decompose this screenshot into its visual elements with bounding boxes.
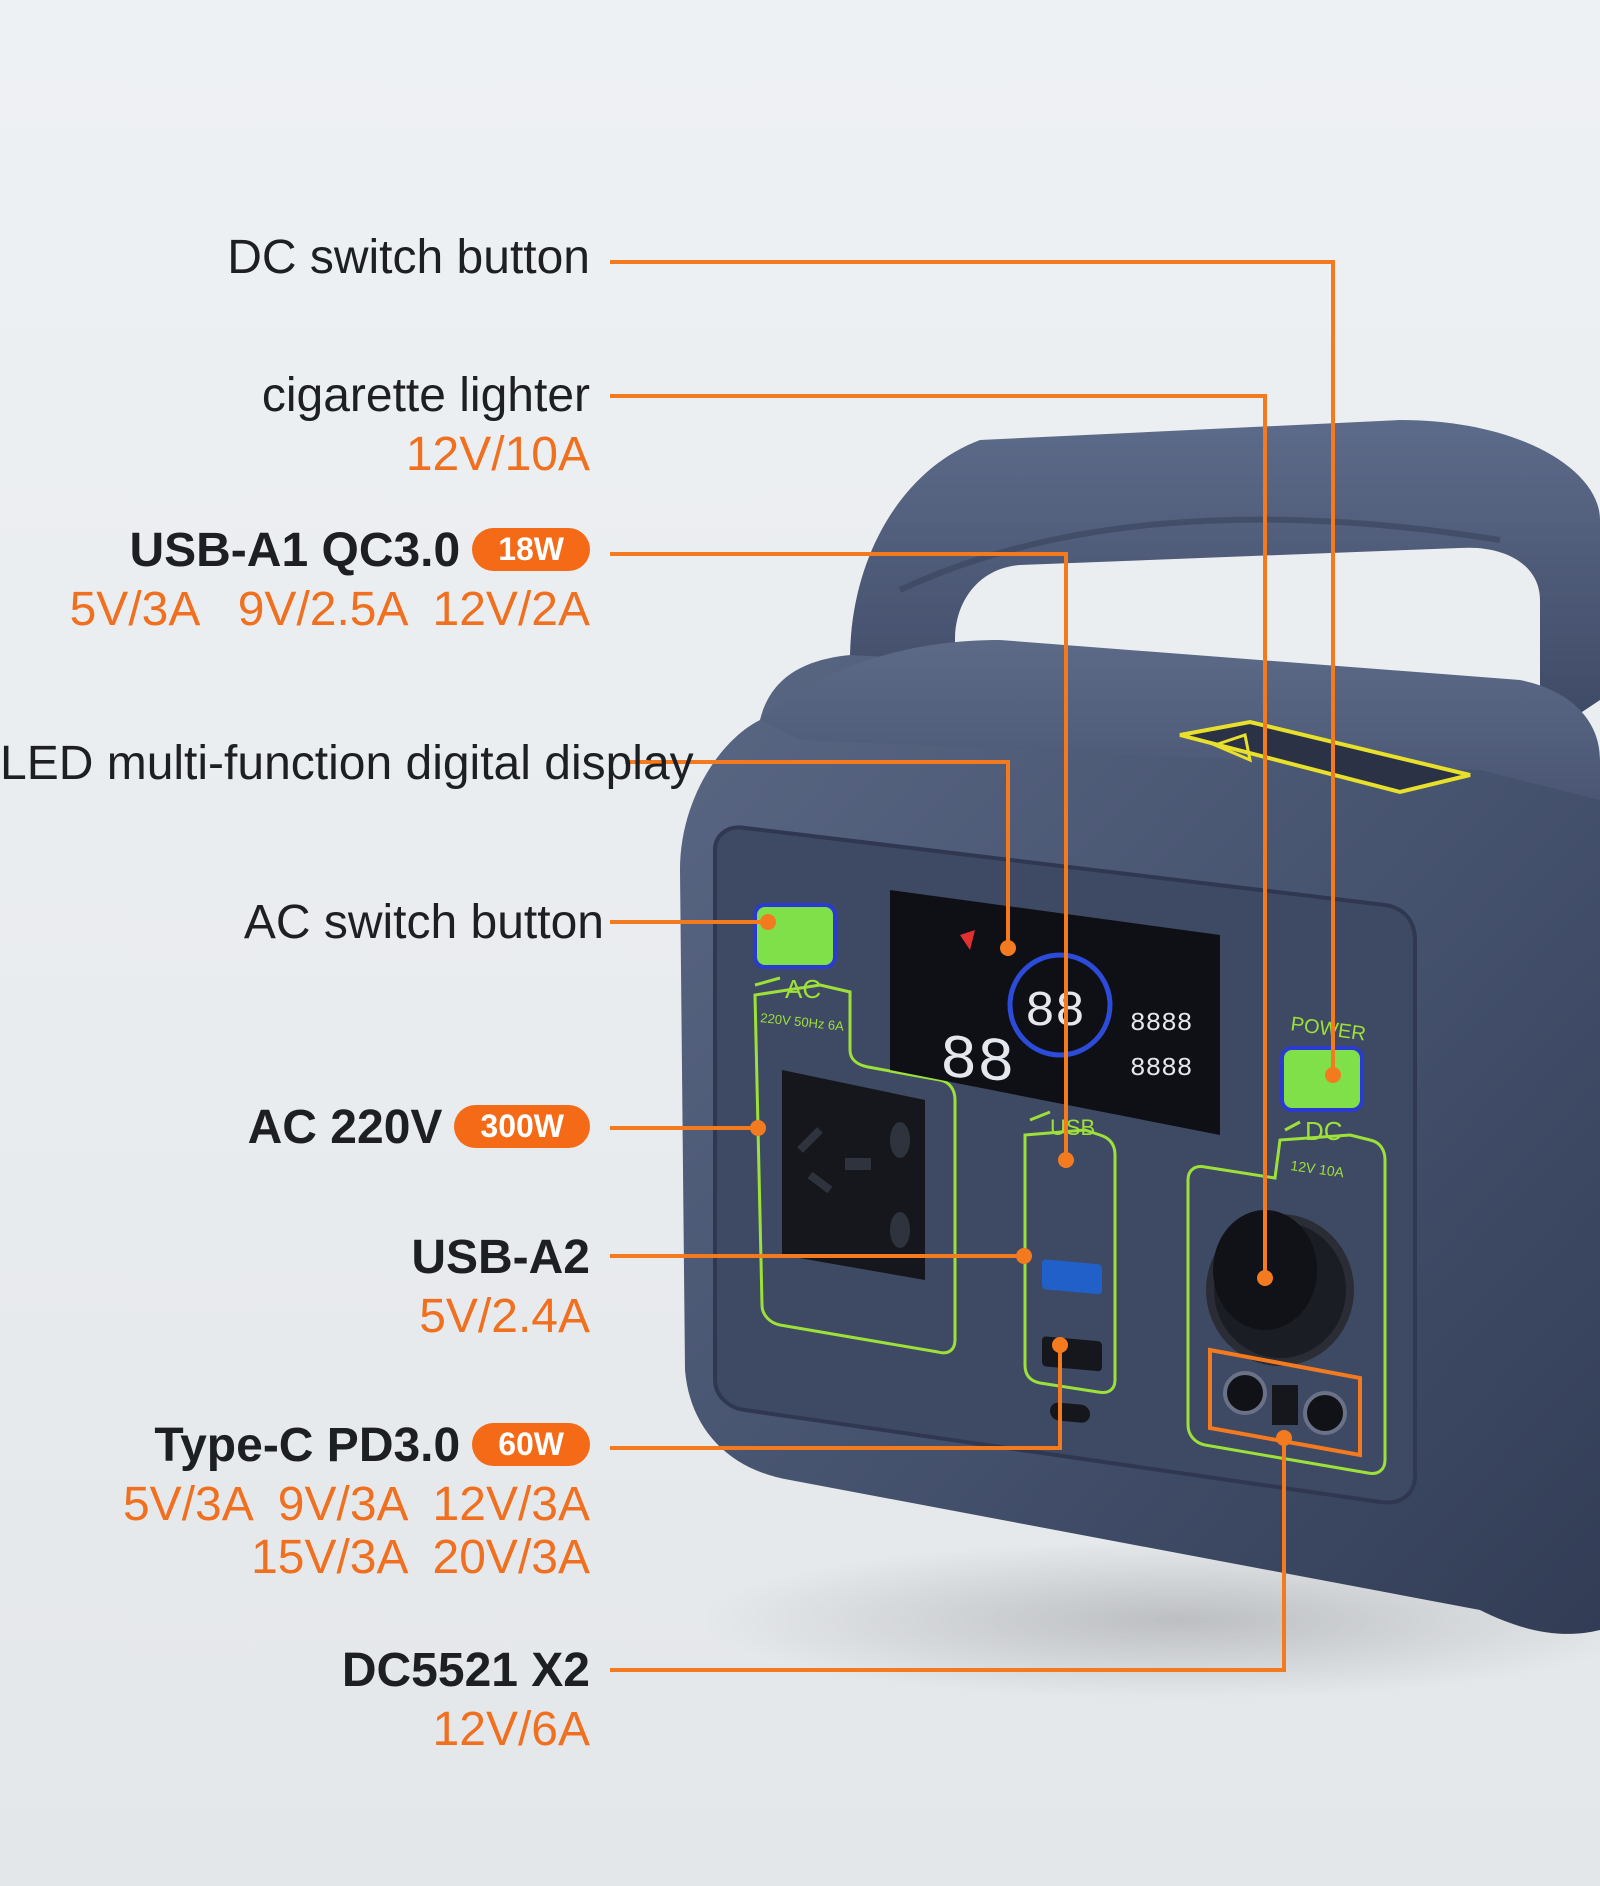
dot-dc5521 <box>1276 1430 1292 1446</box>
display-digits-center: 88 <box>1025 984 1085 1041</box>
display-digits-left: 88 <box>940 1024 1014 1100</box>
callout-type-c-badge: 60W <box>472 1422 590 1466</box>
leader-dc5521 <box>610 1438 1286 1672</box>
dc5521-outline <box>1208 1347 1362 1458</box>
dc-section-sublabel: 12V 10A <box>1290 1157 1346 1180</box>
leader-led-display <box>625 760 1010 948</box>
dc-switch-button[interactable] <box>1280 1046 1364 1112</box>
dc5521-port-right[interactable] <box>1303 1391 1347 1435</box>
ac-socket-slot-left <box>797 1127 833 1194</box>
callout-cig-lighter: cigarette lighter 12V/10A <box>261 369 590 482</box>
callout-ac-switch: AC switch button <box>243 896 604 950</box>
leader-cig-lighter <box>610 394 1267 1278</box>
dot-ac-220 <box>750 1120 766 1136</box>
callout-type-c-spec-2: 15V/3A 20V/3A <box>251 1530 590 1584</box>
callout-usb-a1-spec: 5V/3A 9V/2.5A 12V/2A <box>69 582 590 636</box>
leader-dc-switch <box>610 260 1335 1075</box>
display-digits-right-bottom: 8888 <box>1130 1053 1192 1083</box>
ac-socket-slot-center <box>845 1158 871 1170</box>
callout-dc-switch-title: DC switch button <box>227 231 590 284</box>
dot-dc-switch <box>1325 1067 1341 1083</box>
carry-handle <box>850 420 1600 740</box>
led-display <box>890 890 1220 1135</box>
leader-usb-a1 <box>610 552 1068 1160</box>
handle-grip <box>898 516 1501 593</box>
warning-triangle-icon <box>1210 733 1253 763</box>
dc-ports-outline <box>1186 1120 1387 1475</box>
callout-usb-a2: USB-A2 5V/2.4A <box>411 1231 590 1344</box>
ac-socket[interactable] <box>782 1070 925 1280</box>
callout-dc5521-spec: 12V/6A <box>432 1702 590 1756</box>
callout-usb-a2-title: USB-A2 <box>411 1231 590 1284</box>
usb-ports-outline <box>1023 1110 1117 1394</box>
dc5521-divider <box>1272 1385 1298 1425</box>
dot-usb-a1 <box>1058 1152 1074 1168</box>
ac-socket-hole-bottom <box>890 1212 910 1248</box>
dc5521-port-left[interactable] <box>1223 1371 1267 1415</box>
callout-cig-lighter-spec: 12V/10A <box>405 427 590 481</box>
display-ring <box>1007 952 1113 1058</box>
usb-a1-port[interactable] <box>1042 1259 1102 1295</box>
display-alert-icon <box>960 930 975 950</box>
display-digits-right-top: 8888 <box>1130 1008 1192 1038</box>
callout-led-display-title: LED multi-function digital display <box>0 737 694 790</box>
callout-dc5521-title: DC5521 X2 <box>341 1644 590 1697</box>
callout-dc-switch: DC switch button <box>227 231 590 285</box>
leader-type-c <box>610 1345 1062 1450</box>
dot-type-c <box>1052 1337 1068 1353</box>
callout-usb-a1-title: USB-A1 QC3.0 <box>129 524 461 577</box>
usb-a2-port[interactable] <box>1042 1336 1102 1372</box>
ac-outlet-outline <box>753 976 957 1355</box>
callout-dc5521: DC5521 X2 12V/6A <box>341 1644 590 1757</box>
dot-cig-lighter <box>1257 1270 1273 1286</box>
dot-ac-switch <box>760 914 776 930</box>
callout-ac-220-title: AC 220V <box>247 1101 443 1154</box>
callout-ac-switch-title: AC switch button <box>243 896 604 949</box>
callout-usb-a2-spec: 5V/2.4A <box>419 1289 590 1343</box>
dc-section-label: DC <box>1305 1116 1343 1146</box>
ac-section-label: AC <box>785 974 821 1004</box>
callout-ac-220-badge: 300W <box>454 1104 590 1148</box>
dot-usb-a2 <box>1016 1248 1032 1264</box>
ac-socket-hole-top <box>890 1122 910 1158</box>
callout-usb-a1-badge: 18W <box>472 527 590 571</box>
callout-type-c-spec-1: 5V/3A 9V/3A 12V/3A <box>122 1477 590 1531</box>
callout-type-c-title: Type-C PD3.0 <box>154 1419 461 1472</box>
dot-led-display <box>1000 940 1016 956</box>
callout-led-display: LED multi-function digital display <box>0 737 694 791</box>
callout-cig-lighter-title: cigarette lighter <box>261 369 590 422</box>
warning-sticker <box>1179 719 1471 795</box>
usb-section-label: USB <box>1050 1115 1095 1140</box>
